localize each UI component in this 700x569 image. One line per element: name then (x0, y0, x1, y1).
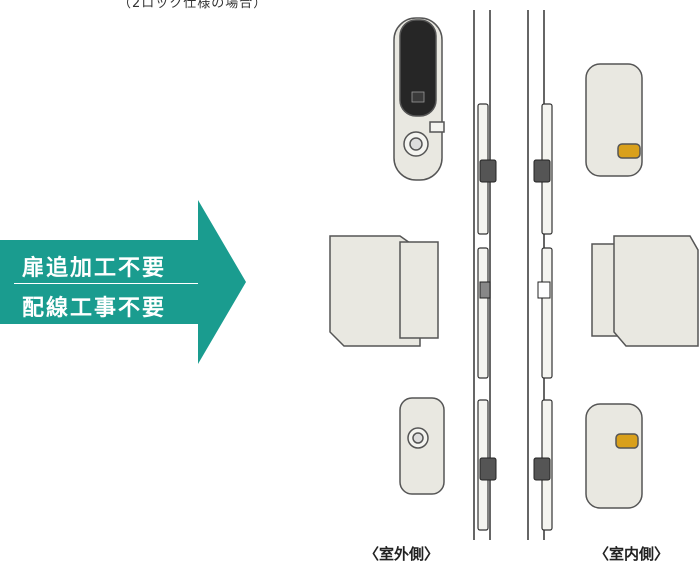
door-edge-outside (473, 10, 491, 540)
handle-inside (591, 235, 699, 347)
latch-bolts (479, 159, 551, 481)
key-module-outside (399, 397, 445, 495)
smart-lock-inside (585, 63, 643, 177)
no-door-processing-text: 扉追加工不要 (22, 256, 167, 281)
teal-arrow (0, 200, 246, 364)
smart-lock-outside (393, 17, 445, 181)
thumbturn-module-inside (585, 403, 643, 509)
caption: （2ロック仕様の場合） (118, 0, 268, 11)
outside-label: 〈室外側〉 (364, 545, 440, 563)
no-wiring-text: 配線工事不要 (22, 296, 167, 321)
handle-outside (329, 235, 439, 347)
inside-label: 〈室内側〉 (594, 545, 670, 563)
lock-illustration (329, 10, 699, 540)
arrow-divider (14, 283, 198, 284)
